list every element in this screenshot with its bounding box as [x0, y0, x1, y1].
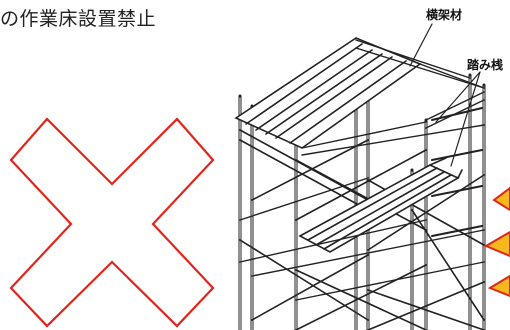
- red-x-icon: [9, 117, 215, 328]
- top-platform: [234, 37, 422, 149]
- red-burst-icon: [483, 186, 510, 298]
- label-rung: 踏み桟: [467, 58, 504, 72]
- scaffold-drawing: [234, 23, 486, 330]
- prohibited-platform: [298, 157, 463, 253]
- page-title: の作業床設置禁止: [0, 8, 157, 30]
- label-horizontal-member: 横架材: [426, 8, 463, 22]
